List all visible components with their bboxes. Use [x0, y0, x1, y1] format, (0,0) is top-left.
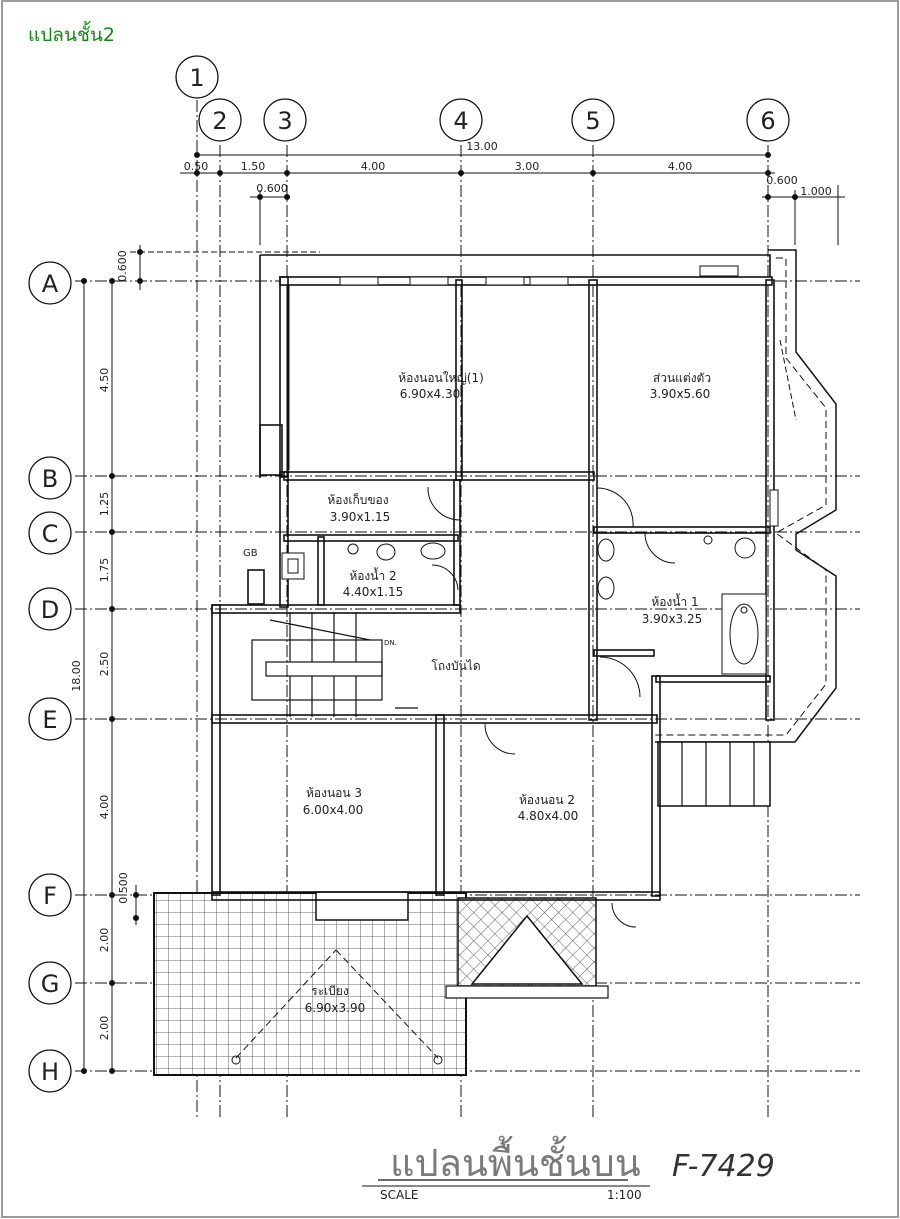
room-balcony-name: ระเบียง: [311, 984, 349, 998]
room-bedroom-3-size: 6.00x4.00: [303, 803, 364, 817]
axis-label-2: 2: [212, 107, 227, 135]
dim-offset-f: 0.500: [117, 872, 130, 904]
room-bedroom-2-name: ห้องนอน 2: [519, 793, 575, 807]
room-bath-1-size: 3.90x3.25: [642, 612, 703, 626]
dim-segment-1: 0.50: [184, 160, 209, 173]
axis-label-6: 6: [760, 107, 775, 135]
axis-label-3: 3: [277, 107, 292, 135]
axis-label-f: F: [43, 882, 57, 910]
room-balcony-size: 6.90x3.90: [305, 1001, 366, 1015]
gb-label: GB: [243, 548, 258, 559]
axis-label-4: 4: [453, 107, 468, 135]
room-storage-name: ห้องเก็บของ: [327, 492, 388, 507]
dim-segment-4: 3.00: [515, 160, 540, 173]
room-bath-1-name: ห้องน้ำ 1: [651, 593, 698, 609]
top-dimension-lines: [180, 152, 845, 245]
axis-label-c: C: [42, 520, 59, 548]
stair: [251, 612, 418, 717]
room-bedroom-3-name: ห้องนอน 3: [306, 786, 362, 800]
sheet-caption: แปลนชั้น2: [28, 24, 115, 46]
axis-label-e: E: [42, 706, 57, 734]
dim-offset-left: 0.600: [256, 182, 288, 195]
column-axis-bubbles: 1 2 3 4 5 6: [175, 55, 790, 142]
dim-row-5: 4.00: [98, 795, 111, 820]
dim-row-1: 4.50: [98, 368, 111, 393]
axis-label-d: D: [41, 596, 59, 624]
dim-overall-depth: 18.00: [70, 660, 83, 692]
room-dressing-size: 3.90x5.60: [650, 387, 711, 401]
dim-row-6: 2.00: [98, 928, 111, 953]
room-master-bedroom-name: ห้องนอนใหญ่(1): [398, 371, 484, 385]
plan-code: F-7429: [672, 1149, 775, 1184]
axis-label-h: H: [41, 1058, 59, 1086]
dim-offset-top: 0.600: [116, 250, 129, 282]
dim-segment-5: 4.00: [668, 160, 693, 173]
door-swings: [427, 486, 676, 928]
dim-row-3: 1.75: [98, 558, 111, 583]
scale-value: 1:100: [607, 1188, 642, 1202]
axis-label-1: 1: [189, 64, 204, 92]
dim-segment-3: 4.00: [361, 160, 386, 173]
axis-label-a: A: [42, 270, 59, 298]
dim-projection: 1.000: [800, 185, 832, 198]
dim-overall-width: 13.00: [466, 140, 498, 153]
axis-label-b: B: [42, 465, 58, 493]
left-dimension-lines: [81, 245, 320, 1074]
bathroom-fixtures: [281, 535, 767, 675]
room-bedroom-2-size: 4.80x4.00: [518, 809, 579, 823]
room-bath-2-name: ห้องน้ำ 2: [349, 567, 396, 583]
axis-label-5: 5: [585, 107, 600, 135]
balcony-floor: [153, 892, 467, 1076]
scale-label: SCALE: [380, 1188, 418, 1202]
dim-segment-2: 1.50: [241, 160, 266, 173]
room-stair-hall-name: โถงบันได: [431, 659, 480, 673]
room-storage-size: 3.90x1.15: [330, 510, 391, 524]
axis-label-g: G: [41, 970, 60, 998]
dim-row-2: 1.25: [98, 492, 111, 517]
dim-offset-right: 0.600: [766, 174, 798, 187]
building-walls: [211, 254, 775, 901]
dim-row-4: 2.50: [98, 652, 111, 677]
drawing-title: แปลนพื้นชั้นบน: [390, 1135, 641, 1185]
room-bath-2-size: 4.40x1.15: [343, 585, 404, 599]
room-dressing-name: ส่วนแต่งตัว: [653, 371, 711, 385]
dim-row-7: 2.00: [98, 1016, 111, 1041]
room-master-bedroom-size: 6.90x4.30: [400, 387, 461, 401]
row-axis-bubbles: A B C D E F G H: [28, 261, 72, 1093]
stair-down-label: DN.: [384, 639, 397, 647]
